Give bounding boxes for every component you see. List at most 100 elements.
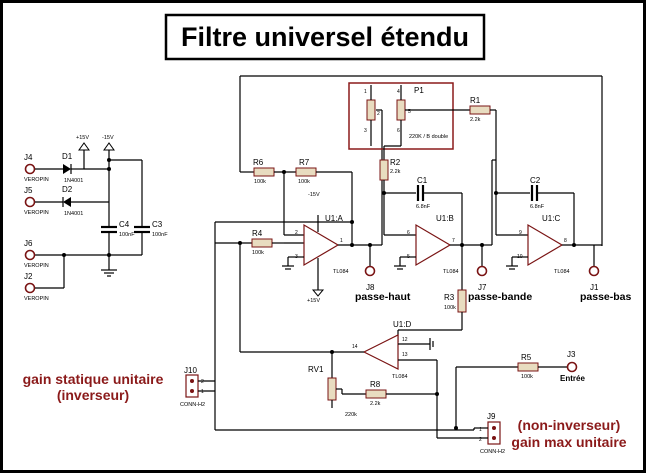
- j7-ref: J7: [478, 283, 487, 292]
- r3-ref: R3: [444, 293, 455, 302]
- j3-ref: J3: [567, 350, 576, 359]
- r6-ref: R6: [253, 158, 264, 167]
- r3-resistor: [457, 289, 467, 313]
- rv1-value: 220k: [345, 412, 357, 418]
- r8-value: 2.2k: [370, 401, 381, 407]
- u1c-ref: U1:C: [542, 214, 560, 223]
- d2-diode: [63, 197, 71, 207]
- r7-value: 100k: [298, 179, 310, 185]
- j2-ref: J2: [24, 272, 33, 281]
- r2-resistor: [379, 159, 389, 181]
- j5-ref: J5: [24, 186, 33, 195]
- u1d-value: TL084: [392, 374, 408, 380]
- u1b-value: TL084: [443, 269, 459, 275]
- r2-value: 2.2k: [390, 169, 401, 175]
- svg-text:1: 1: [340, 238, 343, 244]
- output-passe-haut: passe-haut: [355, 291, 411, 303]
- j10-ref: J10: [184, 366, 197, 375]
- p1-box: [348, 82, 454, 150]
- r4-value: 100k: [252, 250, 264, 256]
- u1b-opamp: [415, 223, 452, 267]
- svg-text:13: 13: [402, 352, 408, 358]
- j8-pin: [364, 265, 376, 277]
- p1a-resistor: [366, 99, 376, 121]
- j10-connector: [185, 374, 199, 398]
- d1-diode: [63, 164, 71, 174]
- r7-ref: R7: [299, 158, 310, 167]
- j3-pin: [566, 361, 578, 373]
- output-passe-bas: passe-bas: [580, 291, 632, 303]
- c1-value: 6.8nF: [416, 204, 431, 210]
- d1-ref: D1: [62, 152, 73, 161]
- annotation-gain-noninv-1: (non-inverseur): [518, 417, 621, 433]
- c4-value: 100nF: [119, 232, 135, 238]
- svg-text:6: 6: [397, 128, 400, 134]
- svg-text:14: 14: [352, 344, 358, 350]
- r8-ref: R8: [370, 380, 381, 389]
- svg-text:4: 4: [397, 89, 400, 95]
- r7-resistor: [295, 167, 317, 177]
- svg-text:2: 2: [201, 379, 204, 385]
- u1a-opamp: [303, 223, 340, 267]
- annotation-gain-inverseur-2: (inverseur): [57, 387, 129, 403]
- p1-ref: P1: [414, 86, 424, 95]
- j4-pin: [24, 163, 36, 175]
- u1a-neg-supply: -15V: [308, 192, 320, 198]
- r1-resistor: [469, 105, 491, 115]
- r5-ref: R5: [521, 353, 532, 362]
- j6-ref: J6: [24, 239, 33, 248]
- svg-text:5: 5: [408, 109, 411, 115]
- svg-text:3: 3: [364, 128, 367, 134]
- r3-value: 100k: [444, 305, 456, 311]
- u1d-opamp: [362, 334, 399, 370]
- svg-text:1: 1: [201, 389, 204, 395]
- c2-ref: C2: [530, 176, 541, 185]
- r1-ref: R1: [470, 96, 481, 105]
- c2-value: 6.8nF: [530, 204, 545, 210]
- d2-ref: D2: [62, 185, 73, 194]
- svg-text:8: 8: [564, 238, 567, 244]
- j9-ref: J9: [487, 412, 496, 421]
- svg-text:12: 12: [402, 337, 408, 343]
- svg-text:9: 9: [519, 230, 522, 236]
- svg-text:2: 2: [295, 230, 298, 236]
- u1a-value: TL084: [333, 269, 349, 275]
- u1d-ref: U1:D: [393, 320, 411, 329]
- r6-value: 100k: [254, 179, 266, 185]
- j6-value: VEROPIN: [24, 263, 49, 269]
- j4-value: VEROPIN: [24, 177, 49, 183]
- page-title: Filtre universel étendu: [181, 22, 469, 52]
- u1a-pos-supply: +15V: [307, 298, 320, 304]
- svg-text:1: 1: [364, 89, 367, 95]
- j2-pin: [24, 282, 36, 294]
- title-box: [164, 13, 486, 61]
- j1-ref: J1: [590, 283, 599, 292]
- u1c-value: TL084: [554, 269, 570, 275]
- svg-text:2: 2: [479, 437, 482, 443]
- input-entree: Entrée: [560, 374, 585, 383]
- j6-pin: [24, 249, 36, 261]
- j8-ref: J8: [366, 283, 375, 292]
- r8-resistor: [365, 389, 387, 399]
- r2-ref: R2: [390, 158, 401, 167]
- j9-connector: [487, 421, 501, 445]
- annotation-gain-inverseur-1: gain statique unitaire: [23, 371, 164, 387]
- annotation-gain-noninv-2: gain max unitaire: [511, 434, 626, 450]
- j1-pin: [588, 265, 600, 277]
- p1b-resistor: [396, 99, 406, 121]
- rv1-ref: RV1: [308, 365, 324, 374]
- rv1-potentiometer: [327, 377, 337, 401]
- c3-value: 100nF: [152, 232, 168, 238]
- r1-value: 2.2k: [470, 117, 481, 123]
- c1-ref: C1: [417, 176, 428, 185]
- r6-resistor: [253, 167, 275, 177]
- r4-resistor: [251, 238, 273, 248]
- svg-text:6: 6: [407, 230, 410, 236]
- svg-text:1: 1: [479, 427, 482, 433]
- u1c-opamp: [527, 223, 564, 267]
- u1b-ref: U1:B: [436, 214, 454, 223]
- c3-ref: C3: [152, 220, 163, 229]
- supply-neg-label: -15V: [102, 135, 114, 141]
- j2-value: VEROPIN: [24, 296, 49, 302]
